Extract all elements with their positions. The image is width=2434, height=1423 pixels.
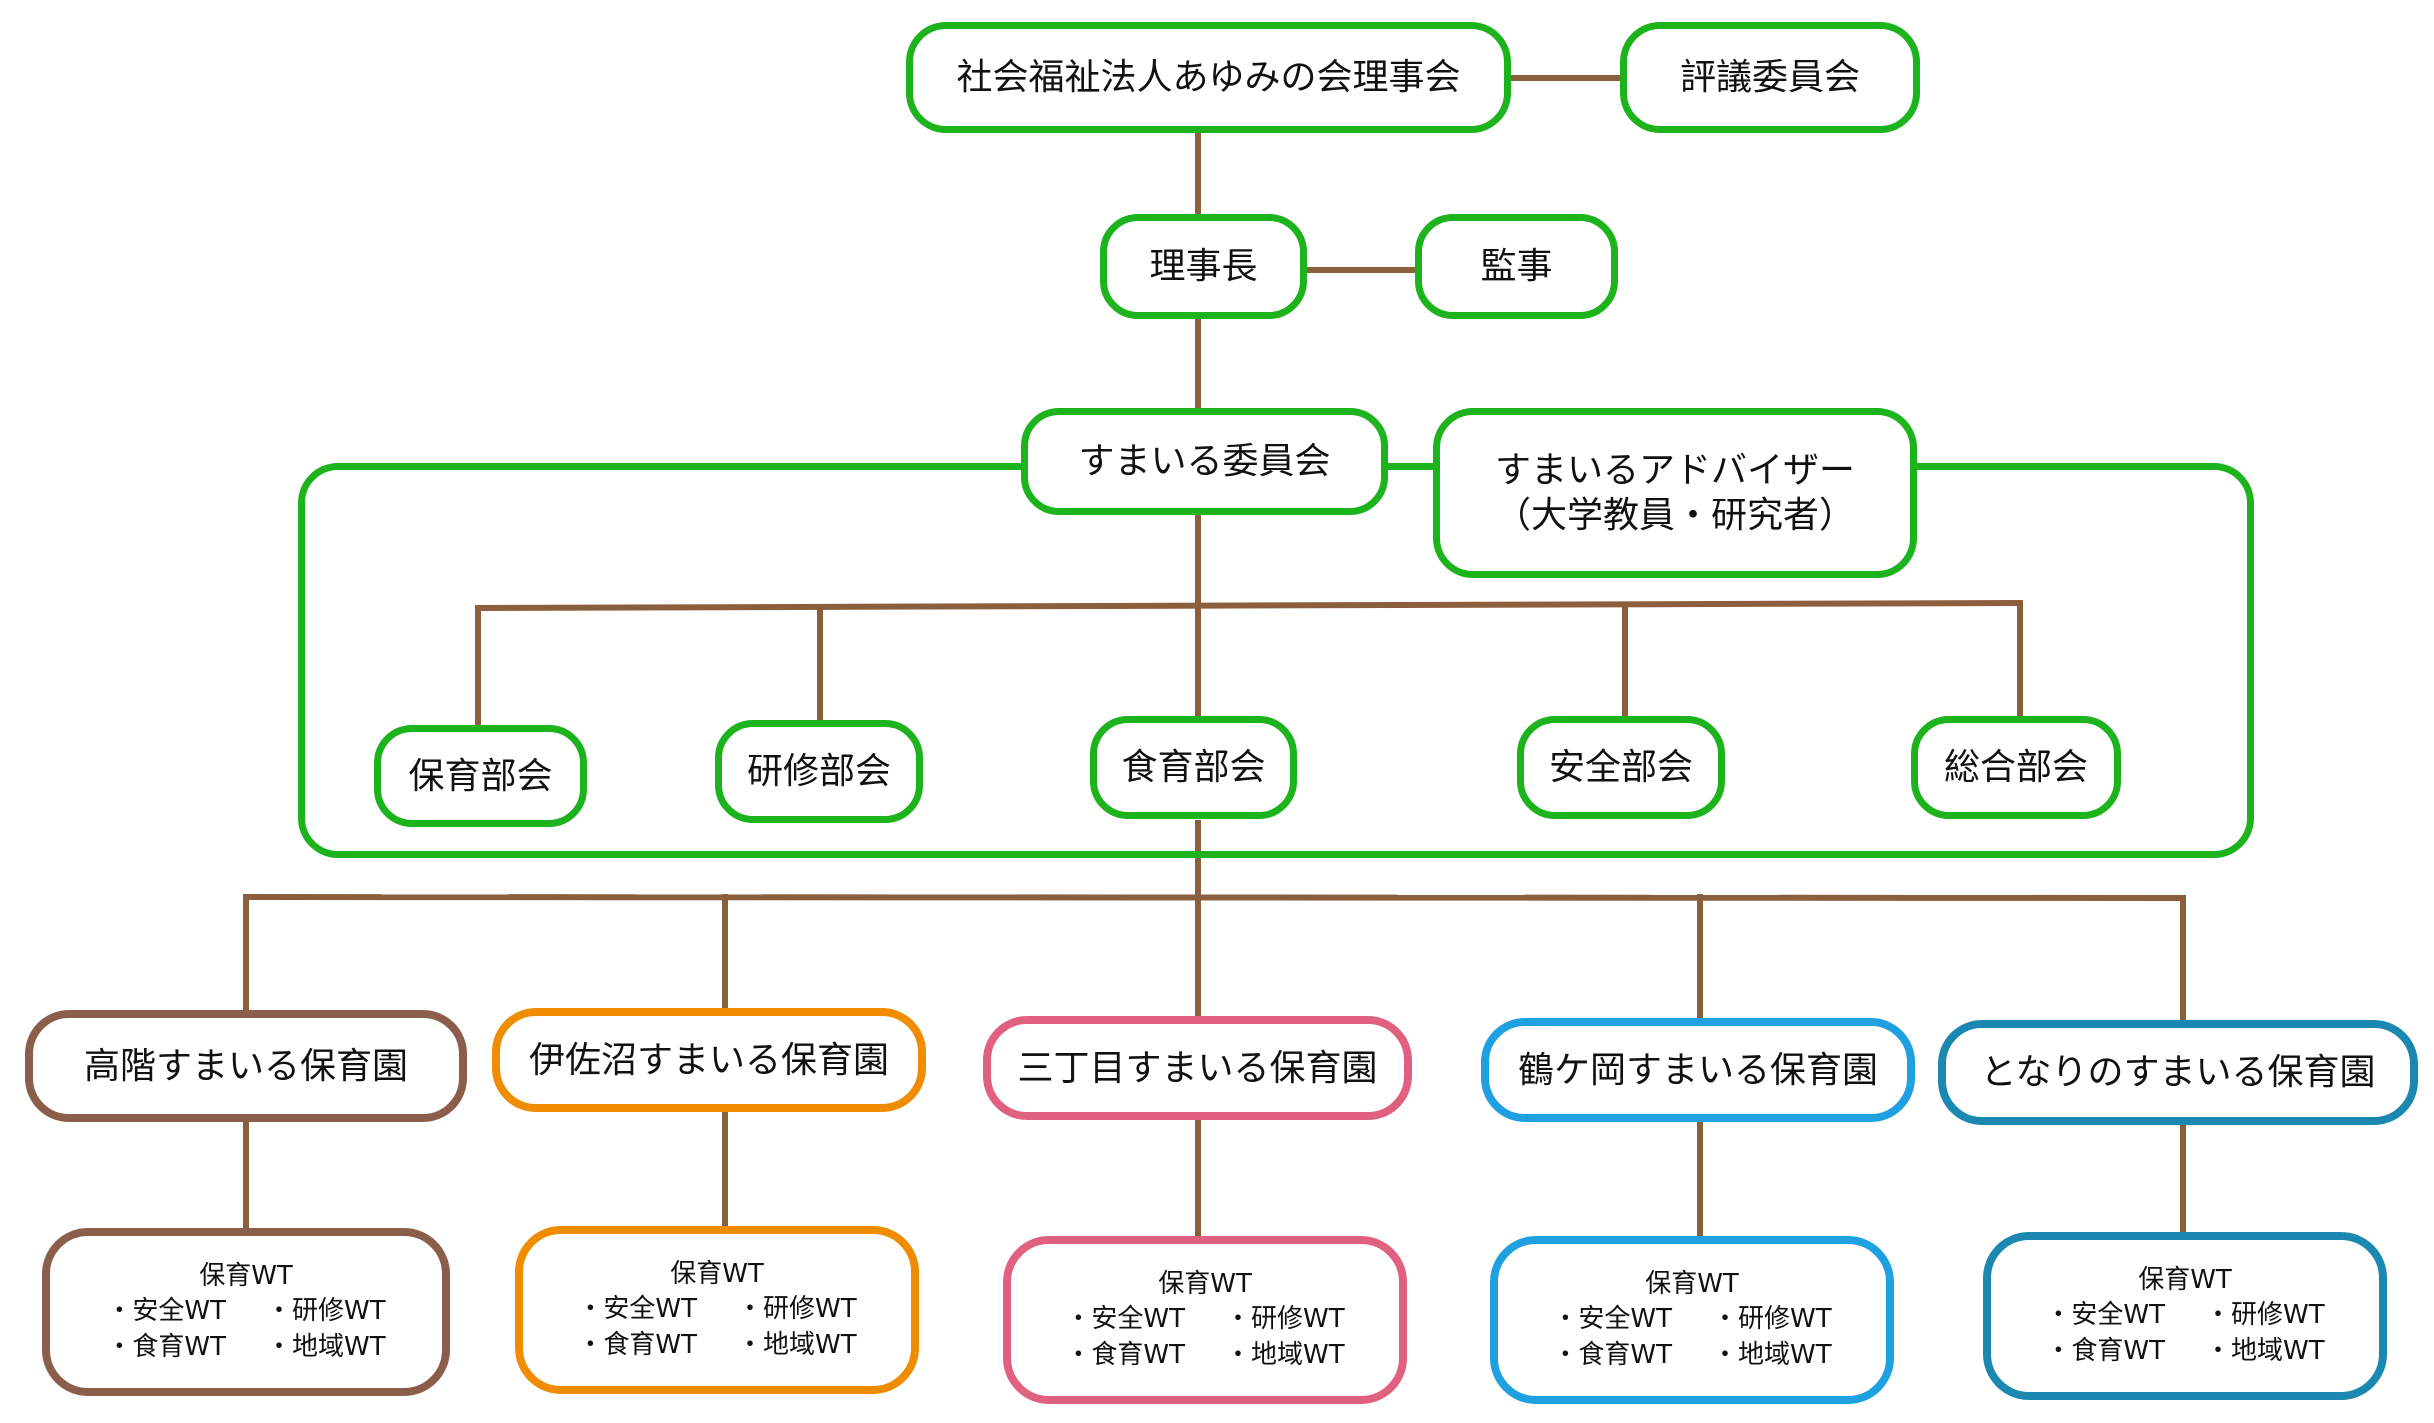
division-label: 安全部会 xyxy=(1548,747,1693,788)
nursery-label: 高階すまいる保育園 xyxy=(83,1045,408,1087)
wt-top-label: 保育WT xyxy=(670,1259,764,1290)
wt-safety-label: ・安全WT xyxy=(577,1294,697,1325)
board-box[interactable]: 社会福祉法人あゆみの会理事会 xyxy=(906,22,1511,133)
wt-box-tonari[interactable]: 保育WT ・安全WT ・研修WT ・食育WT ・地域WT xyxy=(1983,1232,2387,1400)
division-label: 総合部会 xyxy=(1943,747,2088,788)
wt-training-label: ・研修WT xyxy=(266,1296,386,1327)
wt-training-label: ・研修WT xyxy=(737,1294,857,1325)
nursery-label: 三丁目すまいる保育園 xyxy=(1017,1047,1378,1089)
division-label: 保育部会 xyxy=(408,755,553,797)
advisor-box[interactable]: すまいるアドバイザー （大学教員・研究者） xyxy=(1433,408,1917,578)
division-label: 食育部会 xyxy=(1121,747,1266,788)
wt-box-sanchome[interactable]: 保育WT ・安全WT ・研修WT ・食育WT ・地域WT xyxy=(1003,1236,1407,1404)
wt-training-label: ・研修WT xyxy=(1712,1304,1832,1335)
wt-region-label: ・地域WT xyxy=(737,1329,857,1360)
committee-label: すまいる委員会 xyxy=(1078,441,1331,482)
wt-top-label: 保育WT xyxy=(1645,1269,1739,1300)
division-label: 研修部会 xyxy=(746,751,891,792)
wt-training-label: ・研修WT xyxy=(2205,1300,2325,1331)
wt-region-label: ・地域WT xyxy=(266,1331,386,1362)
wt-food-label: ・食育WT xyxy=(577,1329,697,1360)
wt-box-isanuma[interactable]: 保育WT ・安全WT ・研修WT ・食育WT ・地域WT xyxy=(515,1226,919,1394)
council-label: 評議委員会 xyxy=(1679,57,1860,98)
wt-region-label: ・地域WT xyxy=(2205,1335,2325,1366)
wt-top-label: 保育WT xyxy=(199,1261,293,1292)
wt-food-label: ・食育WT xyxy=(106,1331,226,1362)
division-training[interactable]: 研修部会 xyxy=(715,720,923,823)
auditor-box[interactable]: 監事 xyxy=(1415,214,1618,319)
nursery-label: 伊佐沼すまいる保育園 xyxy=(528,1039,889,1081)
nursery-label: 鶴ケ岡すまいる保育園 xyxy=(1517,1049,1878,1091)
wt-top-label: 保育WT xyxy=(2138,1265,2232,1296)
advisor-subtitle: （大学教員・研究者） xyxy=(1494,495,1855,536)
wt-region-label: ・地域WT xyxy=(1712,1339,1832,1370)
wt-food-label: ・食育WT xyxy=(2045,1335,2165,1366)
wt-box-takashina[interactable]: 保育WT ・安全WT ・研修WT ・食育WT ・地域WT xyxy=(42,1228,450,1396)
chairman-label: 理事長 xyxy=(1149,246,1258,287)
wt-safety-label: ・安全WT xyxy=(1552,1304,1672,1335)
division-food-education[interactable]: 食育部会 xyxy=(1090,716,1297,819)
wt-safety-label: ・安全WT xyxy=(1065,1304,1185,1335)
wt-safety-label: ・安全WT xyxy=(2045,1300,2165,1331)
council-box[interactable]: 評議委員会 xyxy=(1620,22,1920,133)
board-label: 社会福祉法人あゆみの会理事会 xyxy=(956,57,1461,98)
auditor-label: 監事 xyxy=(1480,246,1553,287)
wt-top-label: 保育WT xyxy=(1158,1269,1252,1300)
wt-safety-label: ・安全WT xyxy=(106,1296,226,1327)
nursery-tonari[interactable]: となりのすまいる保育園 xyxy=(1938,1020,2418,1125)
nursery-isanuma[interactable]: 伊佐沼すまいる保育園 xyxy=(492,1008,926,1112)
wt-box-tsurugaoka[interactable]: 保育WT ・安全WT ・研修WT ・食育WT ・地域WT xyxy=(1490,1236,1894,1404)
wt-region-label: ・地域WT xyxy=(1225,1339,1345,1370)
wt-food-label: ・食育WT xyxy=(1552,1339,1672,1370)
nursery-sanchome[interactable]: 三丁目すまいる保育園 xyxy=(983,1016,1412,1120)
wt-food-label: ・食育WT xyxy=(1065,1339,1185,1370)
division-safety[interactable]: 安全部会 xyxy=(1517,716,1725,819)
nursery-takashina[interactable]: 高階すまいる保育園 xyxy=(25,1010,467,1122)
division-childcare[interactable]: 保育部会 xyxy=(374,725,587,827)
advisor-title: すまいるアドバイザー xyxy=(1494,450,1855,491)
wt-training-label: ・研修WT xyxy=(1225,1304,1345,1335)
nursery-tsurugaoka[interactable]: 鶴ケ岡すまいる保育園 xyxy=(1481,1018,1915,1122)
nursery-label: となりのすまいる保育園 xyxy=(1980,1052,2376,1093)
division-general[interactable]: 総合部会 xyxy=(1911,716,2121,819)
committee-box[interactable]: すまいる委員会 xyxy=(1021,408,1388,515)
chairman-box[interactable]: 理事長 xyxy=(1100,214,1307,319)
